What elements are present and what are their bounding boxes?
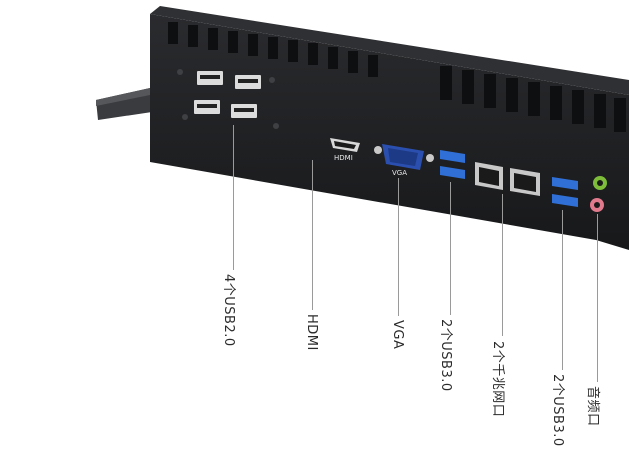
leader-lan <box>502 194 503 336</box>
leader-usb2 <box>233 125 234 270</box>
usb3-ports-right <box>552 177 578 207</box>
heatsink-fins <box>168 22 626 132</box>
label-lan: 2个千兆网口 <box>490 341 505 418</box>
usb3-ports-left <box>440 150 465 179</box>
label-usb2: 4个USB2.0 <box>221 274 236 347</box>
leader-usb3-right <box>562 210 563 370</box>
label-audio: 音频口 <box>585 386 600 427</box>
label-vga: VGA <box>390 320 405 350</box>
leader-vga <box>398 178 399 316</box>
leader-usb3-left <box>450 182 451 315</box>
leader-audio <box>597 214 598 382</box>
label-hdmi: HDMI <box>304 314 319 351</box>
leader-hdmi <box>312 160 313 310</box>
label-usb3-left: 2个USB3.0 <box>438 319 453 392</box>
silk-hdmi: HDMI <box>334 154 353 162</box>
chassis-front <box>150 14 629 250</box>
silk-vga: VGA <box>392 169 408 177</box>
label-usb3-right: 2个USB3.0 <box>550 374 565 447</box>
lan-ports <box>475 162 540 196</box>
